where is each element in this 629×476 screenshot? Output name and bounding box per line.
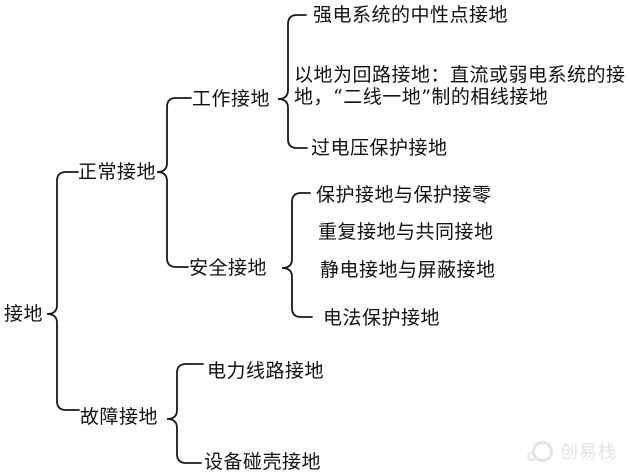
node-working-grounding: 工作接地: [192, 88, 271, 110]
leaf-earth-return-grounding: 以地为回路接地：直流或弱电系统的接地，“二线一地”制的相线接地: [294, 64, 626, 108]
leaf-equipment-shell-grounding: 设备碰壳接地: [204, 451, 322, 473]
node-grounding-root: 接地: [4, 303, 44, 325]
leaf-neutral-point-grounding: 强电系统的中性点接地: [313, 4, 509, 26]
watermark: 创易栈: [527, 438, 617, 464]
leaf-overvoltage-protection-grounding: 过电压保护接地: [311, 137, 448, 159]
cloud-swirl-logo-icon: [527, 439, 553, 463]
leaf-static-shielding-grounding: 静电接地与屏蔽接地: [320, 259, 496, 281]
watermark-label: 创易栈: [560, 442, 617, 463]
node-safety-grounding: 安全接地: [189, 257, 268, 279]
node-normal-grounding: 正常接地: [78, 161, 157, 183]
node-fault-grounding: 故障接地: [80, 406, 159, 428]
leaf-power-line-grounding: 电力线路接地: [207, 360, 325, 382]
leaf-repeated-common-grounding: 重复接地与共同接地: [318, 221, 494, 243]
leaf-protective-grounding-zeroing: 保护接地与保护接零: [316, 184, 492, 206]
leaf-electrical-protection-grounding: 电法保护接地: [323, 307, 441, 329]
